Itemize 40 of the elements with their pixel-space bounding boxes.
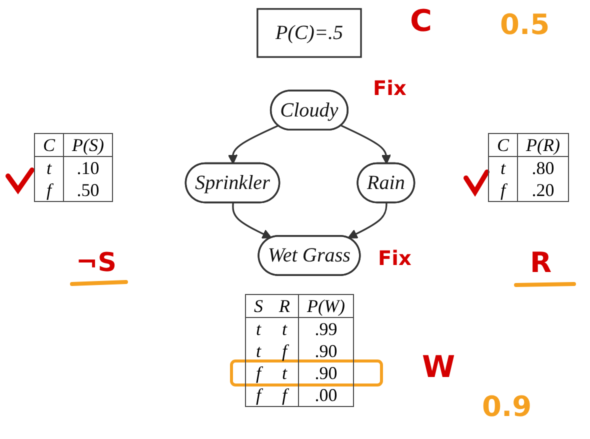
handwritten-note: Fix — [373, 76, 406, 100]
arrow — [348, 202, 388, 238]
handwritten-note: W — [422, 350, 456, 385]
handwritten-note: R — [530, 246, 552, 279]
table-cell: .80 — [518, 156, 568, 179]
table-cell: .90 — [298, 362, 354, 384]
table-cell: .90 — [298, 340, 354, 362]
table-cell: .99 — [298, 318, 354, 340]
column-header: C — [488, 134, 518, 156]
handwritten-note: 0.5 — [500, 8, 550, 41]
handwritten-note: Fix — [378, 246, 412, 270]
table-cell: f — [271, 384, 298, 406]
arrow — [228, 124, 279, 164]
table-cell: t — [34, 156, 64, 179]
table-cell: t — [271, 318, 298, 340]
table-cell: .20 — [518, 179, 568, 202]
column-header: R — [271, 294, 298, 318]
table-cell: .50 — [64, 179, 112, 202]
handwritten-note: ¬S — [76, 248, 117, 278]
handwritten-note: C — [410, 4, 432, 39]
table-cell: t — [246, 340, 271, 362]
arrow — [340, 124, 392, 164]
table-cell: .10 — [64, 156, 112, 179]
handwritten-note: 0.9 — [482, 390, 532, 423]
table-cell: t — [488, 156, 518, 179]
column-header: P(S) — [64, 134, 112, 156]
table-cell: t — [271, 362, 298, 384]
column-header: P(R) — [518, 134, 568, 156]
column-header: C — [34, 134, 64, 156]
column-header: P(W) — [298, 294, 354, 318]
arrow — [232, 202, 272, 238]
table-cell: f — [246, 362, 271, 384]
node-box: P(C)=.5 — [256, 8, 362, 58]
column-header: S — [246, 294, 271, 318]
table-cell: f — [488, 179, 518, 202]
table-cell: f — [34, 179, 64, 202]
table-cell: f — [246, 384, 271, 406]
table-cell: t — [246, 318, 271, 340]
table-cell: .00 — [298, 384, 354, 406]
table-cell: f — [271, 340, 298, 362]
